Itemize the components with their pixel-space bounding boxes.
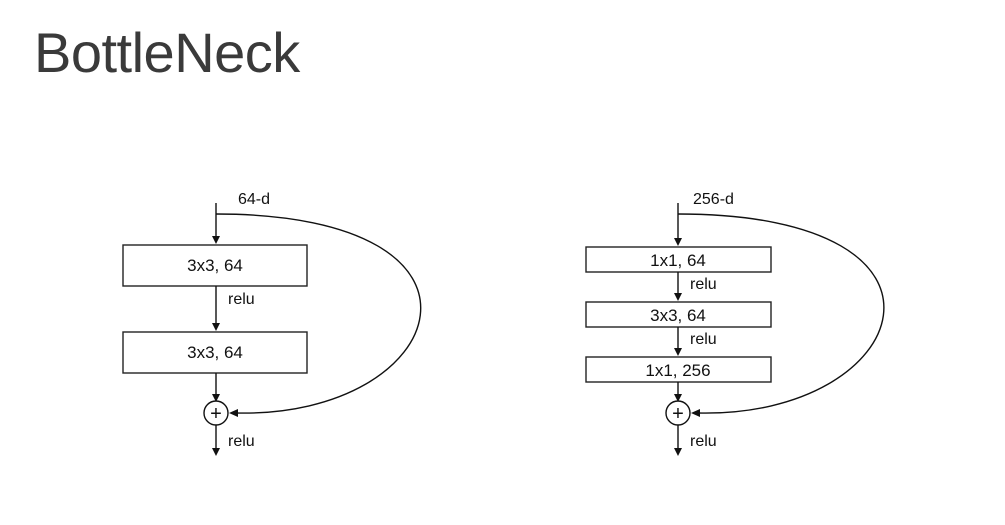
basic-layer-2-label: 3x3, 64 [187, 343, 243, 362]
basic-skip-connection [215, 213, 422, 414]
bottleneck-output-relu-label: relu [690, 433, 717, 450]
basic-output-arrowhead [212, 448, 220, 456]
bottleneck-layer-2-label: 3x3, 64 [650, 306, 706, 325]
bottleneck-layer-1-label: 1x1, 64 [650, 251, 706, 270]
basic-skip-arrowhead [229, 409, 238, 417]
basic-block: 64-d 3x3, 64 relu 3x3, 64 + relu [122, 191, 422, 456]
bottleneck-relu-1-label: relu [690, 276, 717, 293]
basic-input-label: 64-d [238, 191, 270, 208]
bottleneck-skip-connection [677, 213, 885, 414]
bottleneck-skip-arrowhead [691, 409, 700, 417]
basic-layer-2 [122, 331, 308, 374]
bottleneck-arrowhead-2 [674, 348, 682, 356]
bottleneck-layer-3 [585, 356, 772, 383]
basic-mid-relu-label: relu [228, 291, 255, 308]
bottleneck-output-arrowhead [674, 448, 682, 456]
basic-add-symbol: + [210, 403, 222, 425]
bottleneck-add-arrowhead [674, 394, 682, 402]
basic-mid-arrowhead [212, 323, 220, 331]
basic-layer-1-label: 3x3, 64 [187, 256, 243, 275]
slide-title: BottleNeck [34, 21, 300, 84]
bottleneck-add-symbol: + [672, 403, 684, 425]
basic-input-arrowhead [212, 236, 220, 244]
basic-output-relu-label: relu [228, 433, 255, 450]
bottleneck-input-label: 256-d [693, 191, 734, 208]
bottleneck-relu-2-label: relu [690, 331, 717, 348]
bottleneck-block: 256-d 1x1, 64 relu 3x3, 64 relu 1x1, 256… [585, 191, 885, 456]
basic-add-arrowhead [212, 394, 220, 402]
bottleneck-input-arrowhead [674, 238, 682, 246]
basic-layer-1 [122, 244, 308, 287]
bottleneck-layer-3-label: 1x1, 256 [645, 361, 710, 380]
bottleneck-arrowhead-1 [674, 293, 682, 301]
